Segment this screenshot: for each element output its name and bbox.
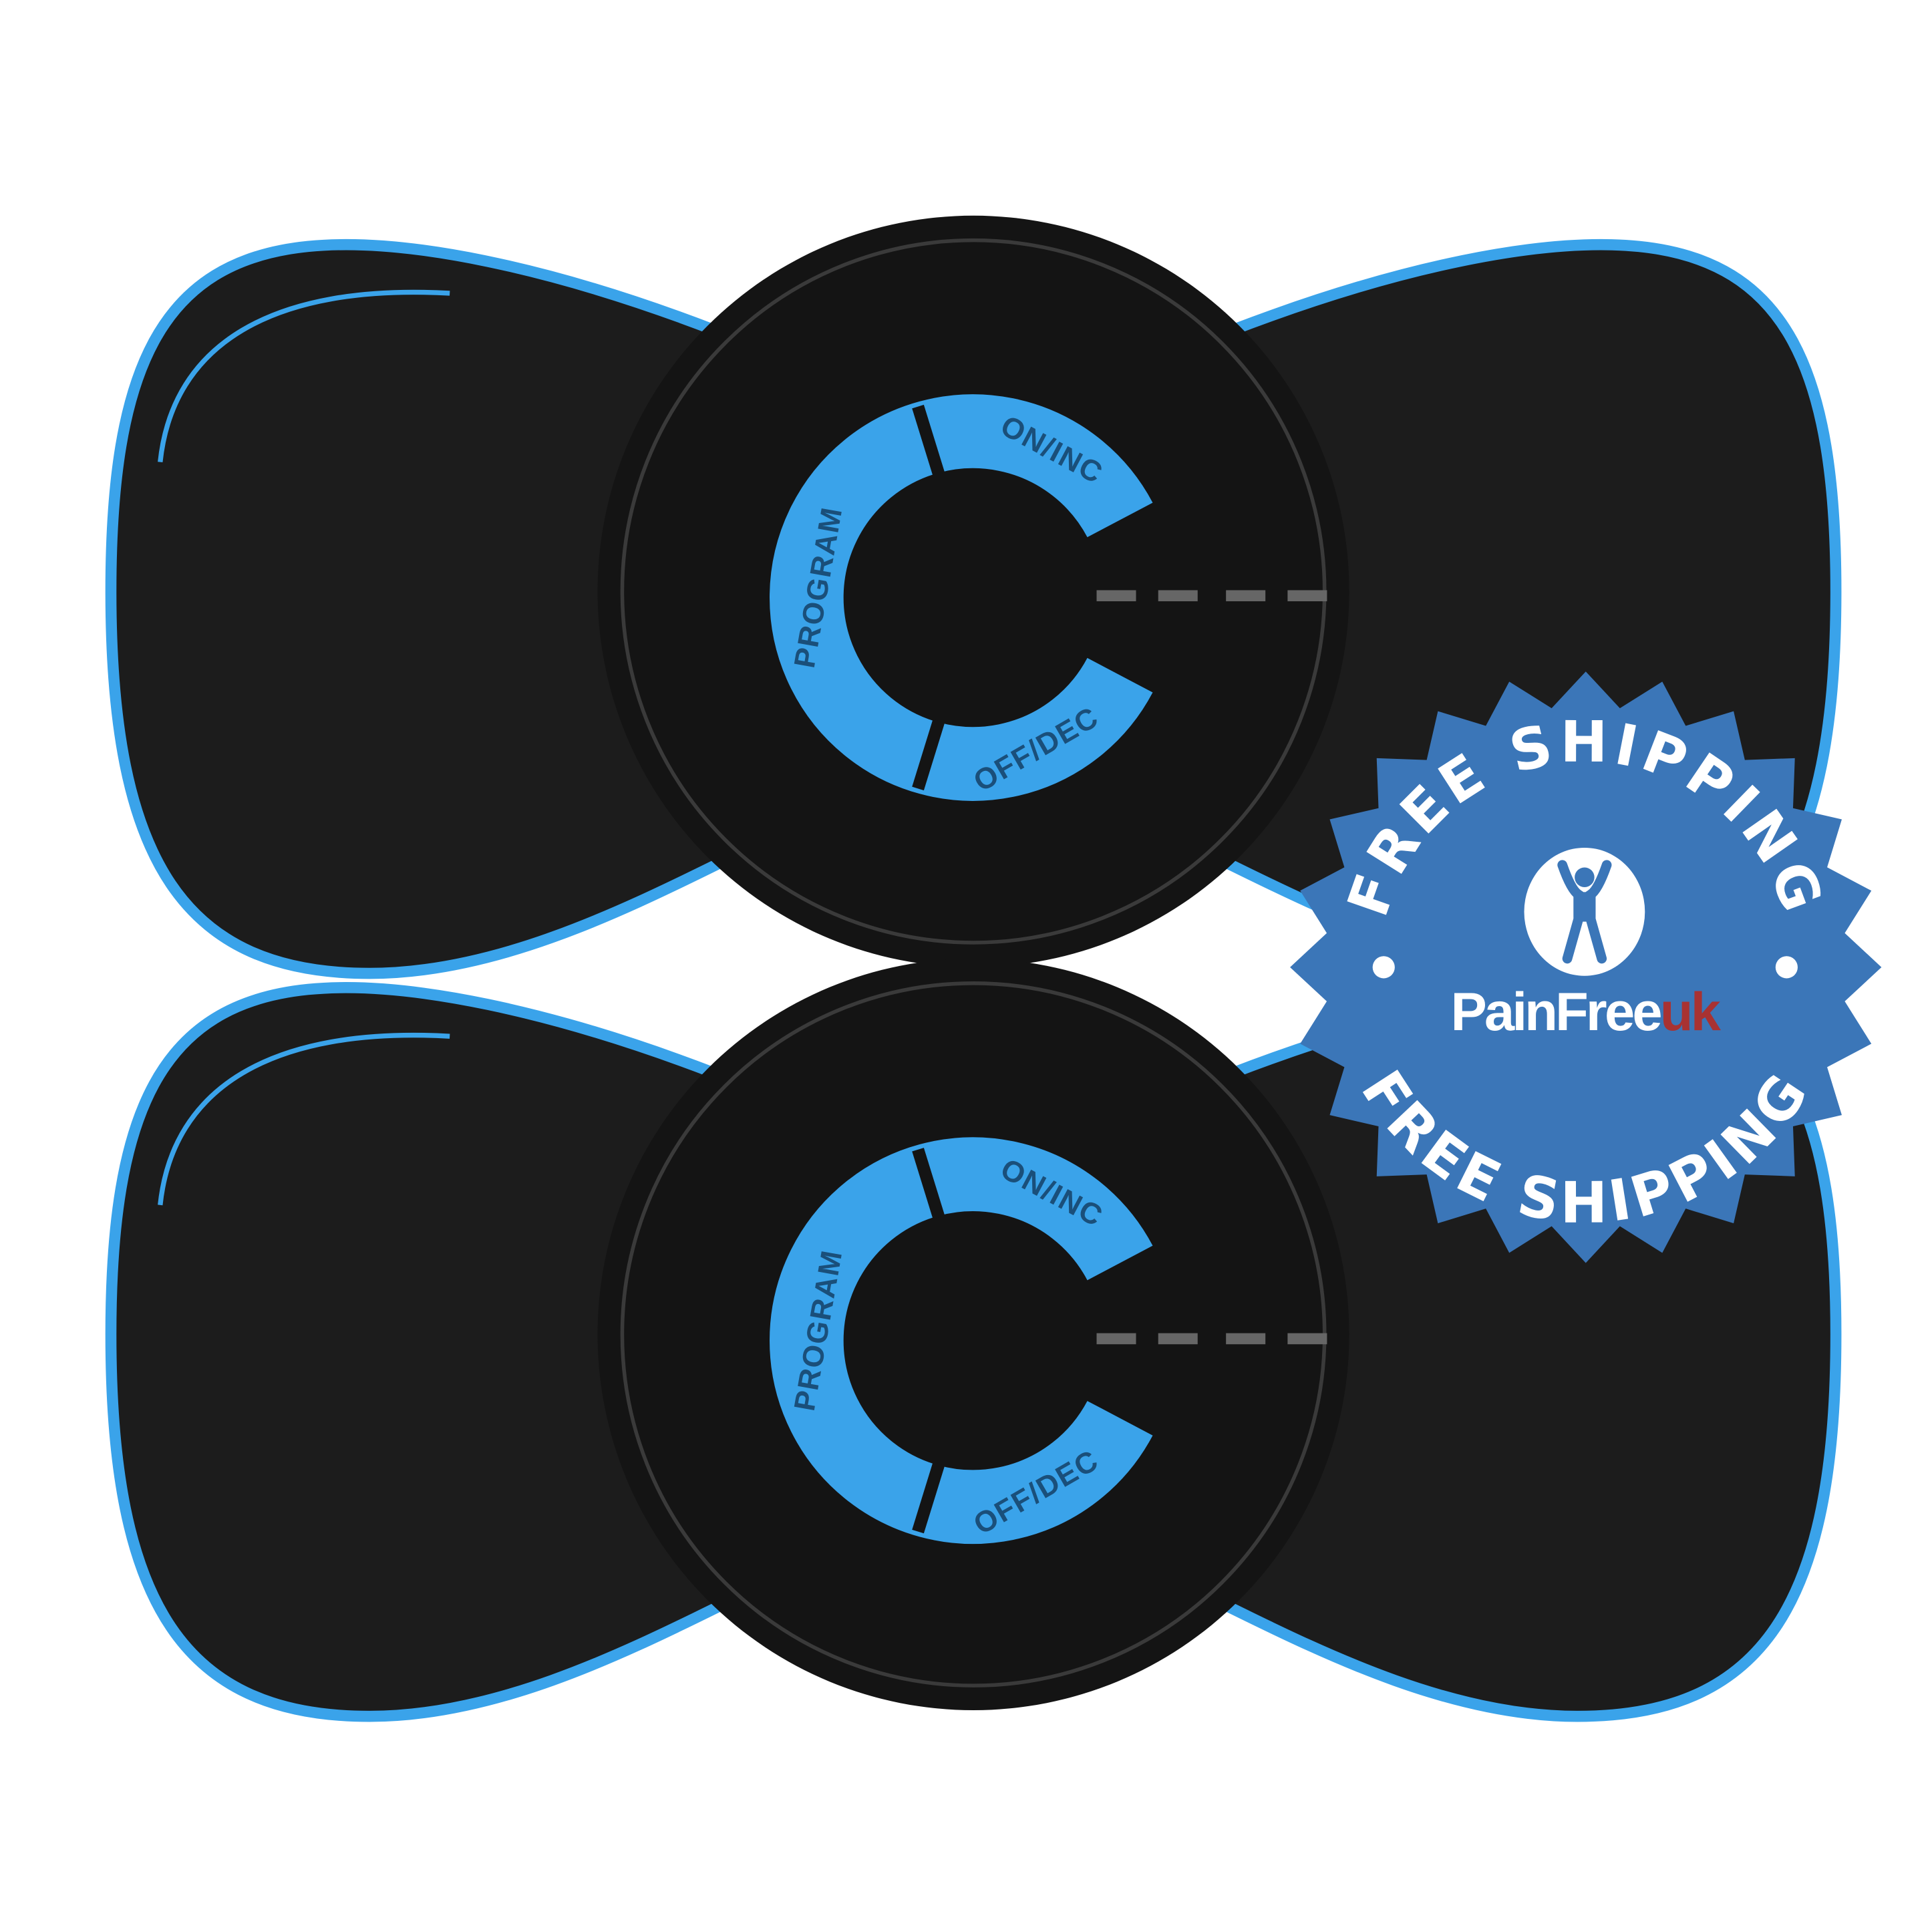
ring-divider	[912, 1148, 945, 1219]
control-ring	[770, 394, 1153, 801]
control-hub	[597, 215, 1349, 967]
left-wing-pad	[105, 238, 727, 979]
person-logo-icon	[1524, 847, 1645, 976]
badge-dot	[1372, 956, 1395, 979]
ring-divider	[912, 719, 945, 791]
pad-highlight	[158, 289, 450, 463]
control-ring	[770, 1137, 1153, 1544]
left-wing-pad	[105, 982, 727, 1722]
badge-dot	[1775, 956, 1798, 979]
ring-divider	[912, 404, 945, 476]
free-shipping-badge: FREE SHIPPING FREE SHIPPING PainFreeuk	[1290, 671, 1882, 1263]
indicator-lights	[1096, 590, 1327, 602]
indicator-lights	[1096, 1333, 1327, 1345]
control-hub	[597, 958, 1349, 1711]
brand-logo: PainFreeuk	[1451, 982, 1722, 1042]
pad-highlight	[158, 1032, 450, 1206]
ring-divider	[912, 1462, 945, 1534]
